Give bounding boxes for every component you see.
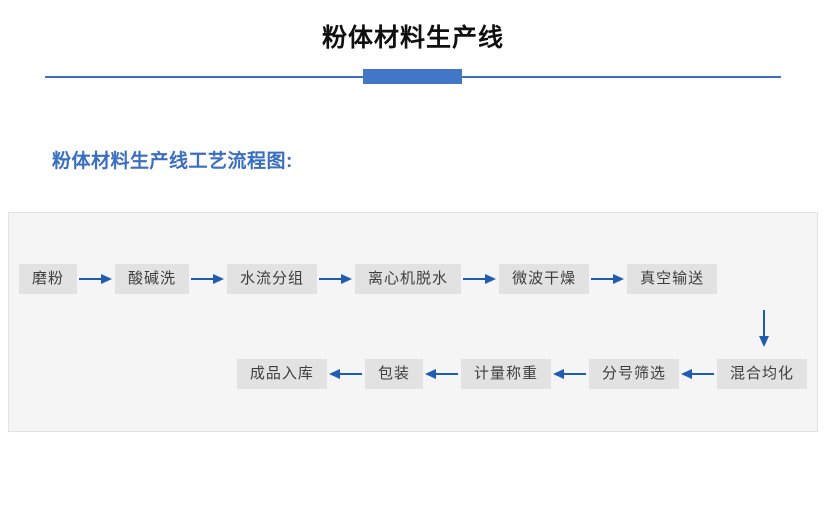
flow-node-suanjianxi[interactable]: 酸碱洗 xyxy=(115,264,190,294)
flow-node-weibuganzao[interactable]: 微波干燥 xyxy=(499,264,590,294)
arrow-left-icon xyxy=(327,359,365,389)
flow-node-baozhuang[interactable]: 包装 xyxy=(364,359,423,389)
arrow-right-icon xyxy=(461,264,499,294)
arrow-right-icon xyxy=(77,264,115,294)
flow-node-zhenkongshusong[interactable]: 真空输送 xyxy=(627,264,718,294)
flow-node-lixinjituoshui[interactable]: 离心机脱水 xyxy=(355,264,462,294)
flow-row-1: 磨粉 酸碱洗 水流分组 离心机脱水 微波干燥 xyxy=(19,264,718,294)
page-title: 粉体材料生产线 xyxy=(321,24,504,52)
flow-node-mofen[interactable]: 磨粉 xyxy=(19,264,78,294)
flow-node-chengpinruku[interactable]: 成品入库 xyxy=(236,359,327,389)
section-heading: 粉体材料生产线工艺流程图: xyxy=(52,151,293,172)
arrow-right-icon xyxy=(589,264,627,294)
flow-node-hunheunhua[interactable]: 混合均化 xyxy=(716,359,807,389)
arrow-left-icon xyxy=(551,359,589,389)
flow-node-shuiliufenzu[interactable]: 水流分组 xyxy=(227,264,318,294)
flowchart-panel: 磨粉 酸碱洗 水流分组 离心机脱水 微波干燥 xyxy=(8,212,818,432)
arrow-right-icon xyxy=(189,264,227,294)
flow-row-2: 成品入库 包装 计量称重 分号筛选 混合均化 xyxy=(236,359,807,389)
page-header: 粉体材料生产线 xyxy=(0,0,826,54)
title-divider xyxy=(0,67,826,87)
flow-node-fenhaoshaixuan[interactable]: 分号筛选 xyxy=(588,359,679,389)
divider-accent-bar xyxy=(363,69,462,84)
arrow-down-icon xyxy=(749,308,779,350)
arrow-left-icon xyxy=(423,359,461,389)
arrow-left-icon xyxy=(679,359,717,389)
arrow-right-icon xyxy=(317,264,355,294)
flow-node-jiliangchengzhong[interactable]: 计量称重 xyxy=(460,359,551,389)
